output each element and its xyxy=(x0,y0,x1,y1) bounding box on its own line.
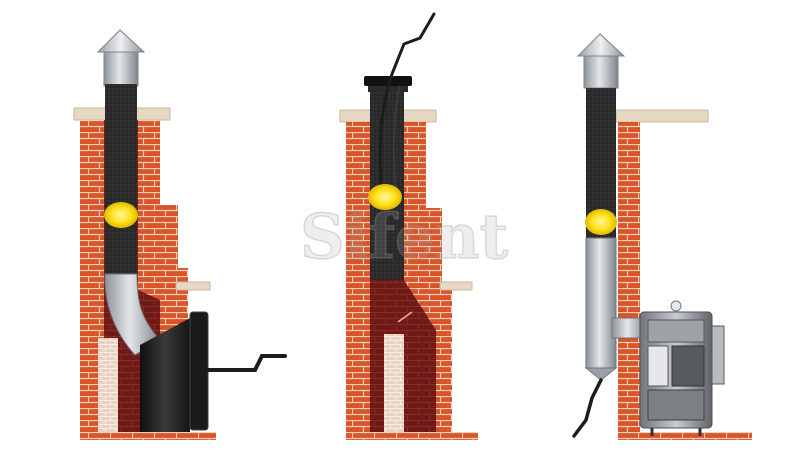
panel-chimney-with-liner-and-stove xyxy=(73,29,287,440)
panel-chimney-with-open-top-and-rod xyxy=(339,12,478,440)
debris-mark xyxy=(397,311,413,323)
cleaning-brush-icon xyxy=(104,202,138,228)
mantel-ledge xyxy=(175,281,211,291)
boiler xyxy=(639,300,725,436)
flexible-liner xyxy=(105,84,137,274)
cleaning-brush-icon xyxy=(585,209,617,235)
steel-pipe xyxy=(585,237,617,369)
base-row xyxy=(80,432,216,440)
stove-door xyxy=(189,311,209,431)
wall-top-ledge xyxy=(615,109,709,123)
watermark: Sifent xyxy=(300,200,509,273)
firebrick-lining xyxy=(384,334,404,432)
base-row xyxy=(346,432,478,440)
stove-body xyxy=(140,318,190,440)
cleaning-rod xyxy=(378,12,436,198)
cleaning-rod-handle xyxy=(572,378,603,438)
panel-external-pipe-with-boiler xyxy=(572,33,752,440)
cleaning-rod-secondary xyxy=(392,85,401,197)
chimney-cap-icon xyxy=(576,33,626,57)
cleaning-brush-icon xyxy=(368,184,402,210)
cap-collar xyxy=(103,51,139,87)
firebrick-lining xyxy=(98,338,118,432)
base-row xyxy=(640,432,752,440)
cleaning-rod-handle xyxy=(206,354,287,372)
mantel-ledge xyxy=(439,281,473,291)
flue-top-opening xyxy=(364,76,412,86)
cleanout-cap xyxy=(584,367,618,381)
chimney-cap-icon xyxy=(96,29,146,53)
cap-collar xyxy=(583,55,619,89)
brick-wall xyxy=(618,122,640,440)
